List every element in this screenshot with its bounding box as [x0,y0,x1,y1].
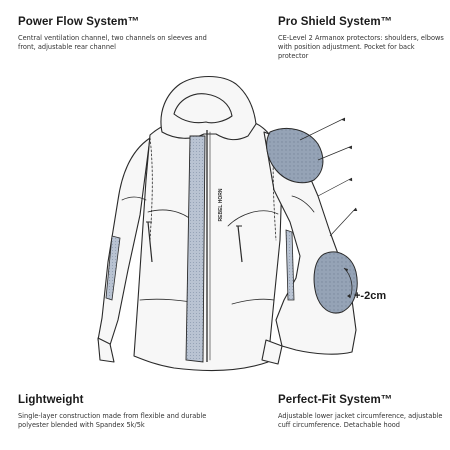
feature-description: CE-Level 2 Armanox protectors: shoulders… [278,34,444,61]
callout-arrow-1 [299,117,346,141]
feature-description: Single-layer construction made from flex… [18,412,207,430]
shoulder-protector [266,128,324,184]
hood-opening [173,93,233,124]
adjust-range-label: +-2cm [354,290,387,302]
feature-lightweight: Lightweight Single-layer construction ma… [18,394,208,430]
feature-title: Power Flow System™ [18,16,140,28]
feature-perfect-fit: Perfect-Fit System™ Adjustable lower jac… [278,394,446,430]
feature-description: Adjustable lower jacket circumference, a… [278,412,443,430]
central-vent-channel [185,135,206,363]
right-cuff [261,339,283,365]
elbow-protector [313,251,358,314]
feature-pro-shield: Pro Shield System™ CE-Level 2 Armanox pr… [278,16,446,62]
callout-arrow-4 [329,207,357,237]
callout-arrow-3 [317,177,353,197]
feature-title: Perfect-Fit System™ [278,394,393,406]
jacket-body [133,120,283,372]
left-cuff [97,337,115,363]
right-sleeve-vent [285,229,295,301]
chest-logo: REBEL HORN [218,188,224,221]
feature-title: Pro Shield System™ [278,16,393,28]
feature-description: Central ventilation channel, two channel… [18,34,207,52]
left-sleeve-vent [105,235,121,301]
feature-title: Lightweight [18,394,84,406]
right-vent-zipper [237,225,243,263]
callout-arrow-2 [317,145,353,161]
feature-power-flow: Power Flow System™ Central ventilation c… [18,16,208,52]
left-vent-zipper [147,221,153,263]
